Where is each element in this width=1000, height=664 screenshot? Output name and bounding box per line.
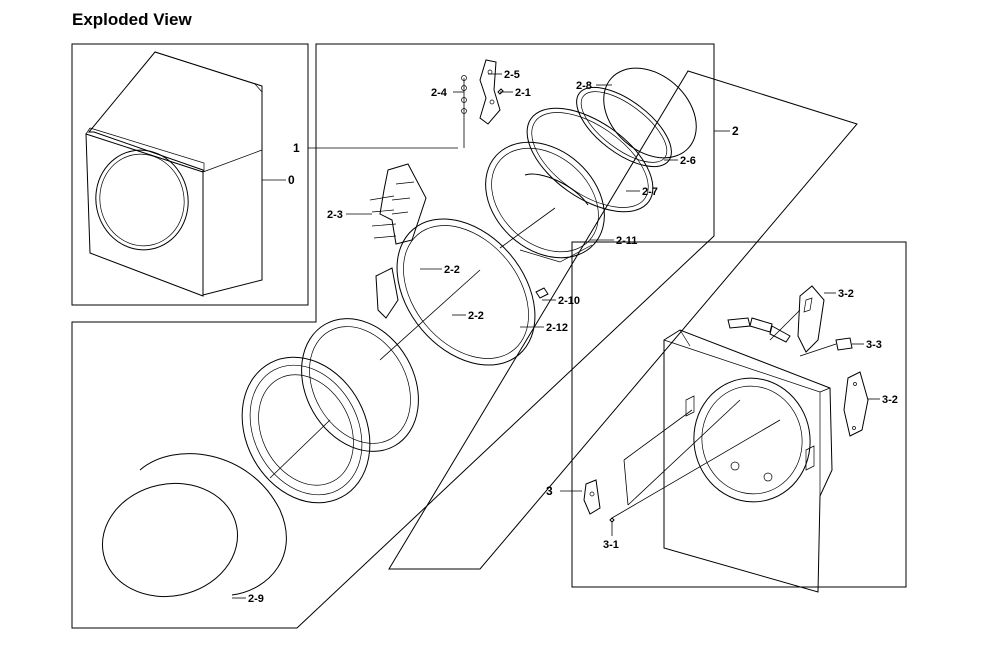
hinge-2-5 — [479, 59, 501, 125]
leader-lines — [232, 73, 880, 599]
door-gasket-2-6 — [576, 86, 672, 168]
bracket-3-2-right — [843, 371, 869, 437]
label-3-3: 3-3 — [866, 339, 882, 351]
label-2-9: 2-9 — [248, 593, 264, 605]
label-0: 0 — [288, 173, 295, 187]
label-2-8: 2-8 — [576, 80, 592, 92]
label-2-7: 2-7 — [642, 186, 658, 198]
page-title: Exploded View — [72, 10, 192, 29]
door-cover-2-11 — [485, 141, 605, 263]
label-2-1: 2-1 — [515, 87, 531, 99]
frame-diagonal-band — [388, 70, 858, 570]
bracket-3-2-top — [797, 285, 825, 353]
door-glass-2-8 — [603, 67, 697, 159]
latch-3 — [583, 479, 601, 515]
label-2-6: 2-6 — [680, 155, 696, 167]
door-frame-2-12 — [375, 218, 536, 366]
frame-assembly-0 — [71, 43, 309, 306]
label-2: 2 — [732, 124, 739, 138]
front-panel-assembly — [663, 329, 833, 593]
label-2-10: 2-10 — [558, 295, 580, 307]
clip-3-3 — [835, 337, 853, 351]
door-ring-2-7 — [526, 107, 654, 213]
label-2-5: 2-5 — [504, 69, 520, 81]
gaskets-top — [727, 317, 791, 343]
label-3: 3 — [546, 484, 553, 498]
screw-3-1 — [609, 517, 615, 523]
washer-assembly — [85, 51, 263, 297]
door-outer-ring — [241, 356, 371, 504]
label-2-4: 2-4 — [431, 87, 448, 99]
frame-front-panel-3 — [571, 241, 907, 588]
label-3-2b: 3-2 — [882, 394, 898, 406]
door-glass-2-9 — [101, 453, 287, 598]
label-2-2a: 2-2 — [444, 264, 460, 276]
hinge-bracket-2-3 — [369, 163, 427, 245]
label-1: 1 — [293, 141, 300, 155]
label-3-1: 3-1 — [603, 539, 619, 551]
door-inner-ring — [301, 318, 419, 452]
label-2-3: 2-3 — [327, 209, 343, 221]
frame-door-assembly-2 — [71, 43, 715, 629]
label-2-11: 2-11 — [616, 235, 637, 247]
label-2-2b: 2-2 — [468, 310, 484, 322]
screw-2-1 — [497, 88, 504, 95]
label-3-2a: 3-2 — [838, 288, 854, 300]
label-2-12: 2-12 — [546, 322, 568, 334]
latch-2-10 — [535, 287, 549, 299]
